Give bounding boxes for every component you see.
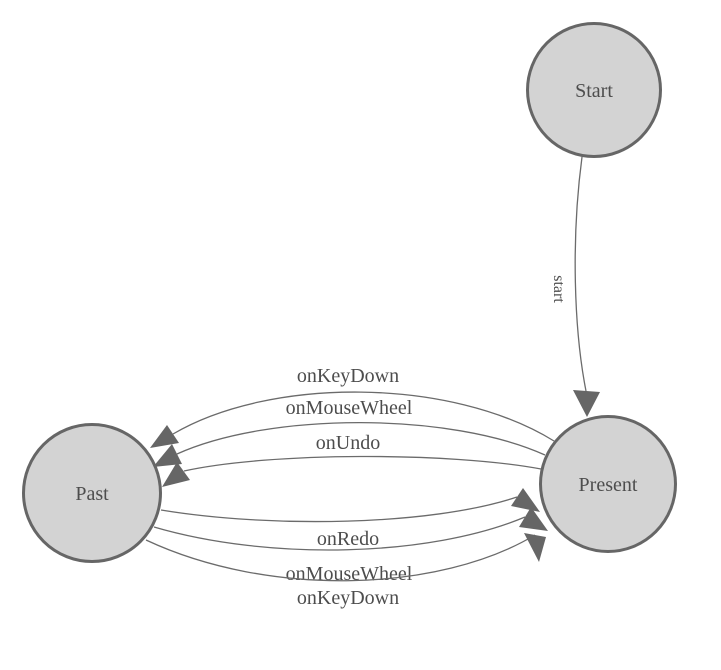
node-start[interactable]: Start: [526, 22, 662, 158]
edge-label-onundo: onUndo: [316, 432, 380, 454]
arrowhead-icon: [519, 507, 548, 531]
edge-label-onredo: onRedo: [317, 528, 379, 550]
arrowhead-icon: [162, 462, 190, 487]
edge-label-onmousewheel-2: onMouseWheel: [286, 563, 413, 585]
arrowhead-icon: [573, 390, 600, 417]
node-start-circle[interactable]: [526, 22, 662, 158]
arrowhead-icon: [153, 444, 182, 467]
node-past-circle[interactable]: [22, 423, 162, 563]
arrowhead-icon: [150, 425, 179, 448]
node-start-label: Start: [575, 80, 613, 102]
edge-past-to-present-onkeydown: onKeyDown: [145, 533, 546, 609]
edge-line: [176, 421, 546, 456]
node-present-label: Present: [579, 474, 638, 496]
edge-label-onkeydown: onKeyDown: [297, 365, 399, 387]
node-present-circle[interactable]: [539, 415, 677, 553]
edge-line: [183, 455, 542, 472]
edge-line: [153, 516, 526, 551]
edge-label-onmousewheel: onMouseWheel: [286, 397, 413, 419]
arrowhead-icon: [511, 488, 540, 512]
arrowhead-icon: [524, 533, 546, 562]
edge-label-start: start: [550, 275, 567, 303]
edge-line: [172, 391, 555, 442]
edge-present-to-past-onmousewheel: onMouseWheel: [153, 397, 546, 467]
edge-line: [160, 496, 518, 523]
edge-start-to-present: start: [550, 156, 600, 417]
edge-line: [145, 534, 536, 582]
node-present[interactable]: Present: [539, 415, 677, 553]
edge-present-to-past-onundo: onUndo: [162, 432, 542, 487]
edge-present-to-past-onkeydown: onKeyDown: [150, 365, 555, 448]
edge-label-onkeydown-2: onKeyDown: [297, 587, 399, 609]
edge-line: [574, 156, 587, 392]
node-past-label: Past: [75, 483, 109, 505]
edge-past-to-present-onredo: onRedo: [160, 488, 540, 550]
node-past[interactable]: Past: [22, 423, 162, 563]
